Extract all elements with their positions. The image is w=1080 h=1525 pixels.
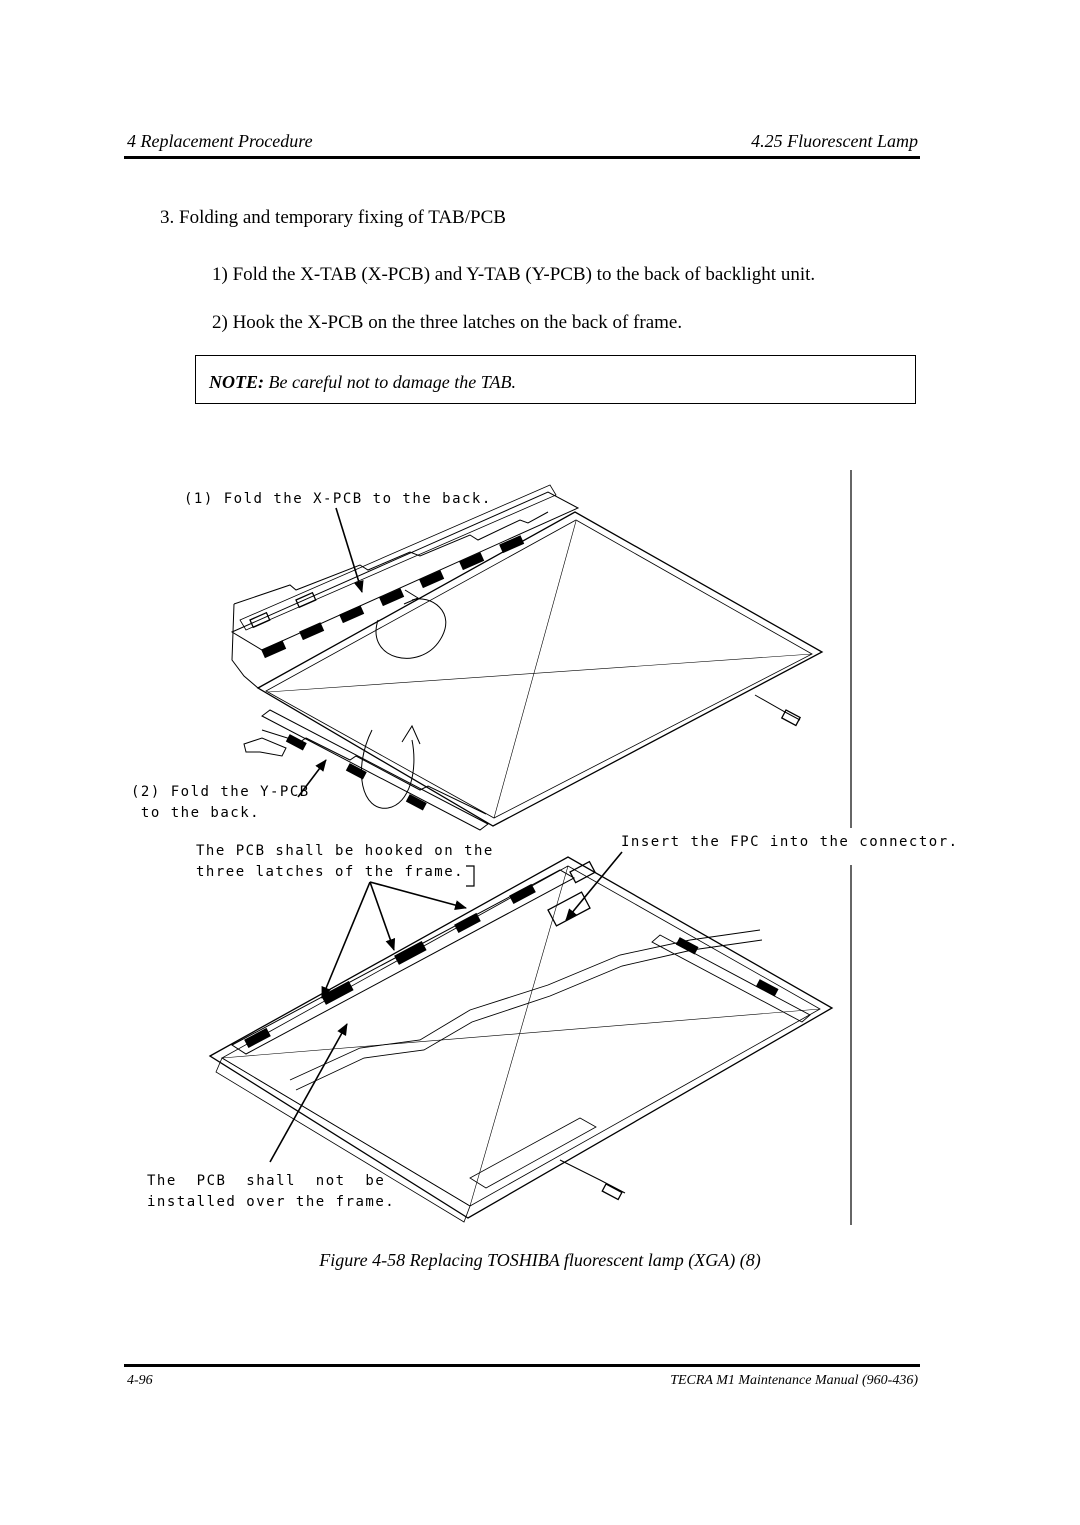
manual-title: TECRA M1 Maintenance Manual (960-436) [670, 1373, 918, 1388]
note-text: NOTE: Be careful not to damage the TAB. [209, 372, 516, 393]
figure-caption: Figure 4-58 Replacing TOSHIBA fluorescen… [319, 1250, 761, 1270]
arrow-latch-2 [369, 881, 396, 951]
header-rule [124, 156, 920, 159]
note-box [195, 355, 916, 404]
substep-2: 2) Hook the X-PCB on the three latches o… [212, 312, 683, 333]
arrow-fpc [565, 851, 623, 921]
label-fold-y-pcb: (2) Fold the Y-PCB [131, 784, 310, 800]
arrow-not-over [269, 1023, 348, 1163]
substep-1: 1) Fold the X-TAB (X-PCB) and Y-TAB (Y-P… [212, 264, 816, 285]
footer-rule [124, 1364, 920, 1367]
arrow-latch-1 [321, 881, 371, 999]
upper-panel [230, 484, 824, 831]
arrow-latch-3 [369, 881, 467, 910]
step-3-title: 3. Folding and temporary fixing of TAB/P… [160, 207, 506, 228]
page-number: 4-96 [127, 1373, 153, 1388]
label-pcb-hooked: The PCB shall be hooked on the three lat… [196, 843, 494, 880]
note-label: NOTE: [209, 372, 264, 392]
arrow-fold-y [297, 759, 327, 798]
arrow-fold-x [335, 507, 364, 593]
label-insert-fpc: Insert the FPC into the connector. [621, 834, 959, 850]
lower-panel [208, 856, 834, 1223]
callout-arrows [269, 507, 623, 1163]
label-fold-x-pcb: (1) Fold the X-PCB to the back. [184, 491, 492, 507]
note-body: Be careful not to damage the TAB. [264, 372, 516, 392]
header-section: 4 Replacement Procedure [127, 131, 313, 151]
label-pcb-not-over-frame: The PCB shall not be installed over the … [147, 1173, 396, 1210]
label-fold-y-pcb-line2: to the back. [131, 805, 261, 821]
header-chapter: 4.25 Fluorescent Lamp [751, 131, 918, 151]
